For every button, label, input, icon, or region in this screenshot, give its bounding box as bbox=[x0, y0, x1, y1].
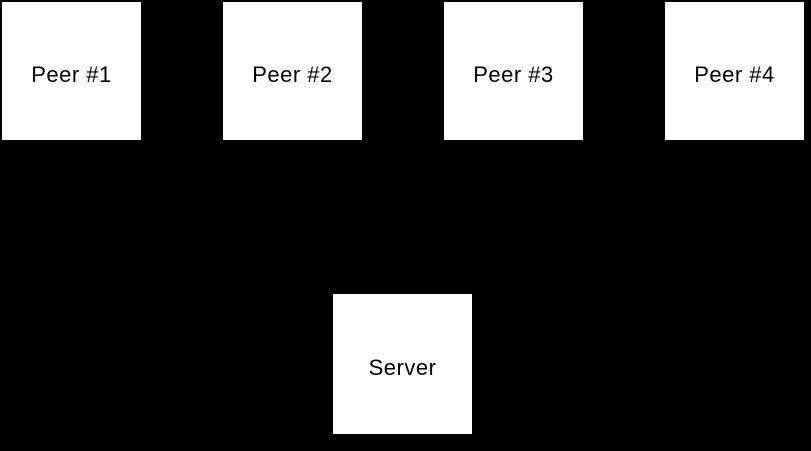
node-peer-2: Peer #2 bbox=[222, 1, 363, 141]
node-label: Peer #4 bbox=[694, 62, 775, 87]
node-label: Peer #2 bbox=[252, 62, 333, 87]
node-peer-3: Peer #3 bbox=[443, 1, 584, 141]
node-label: Peer #3 bbox=[473, 62, 554, 87]
node-peer-4: Peer #4 bbox=[664, 1, 805, 141]
node-label: Server bbox=[368, 355, 437, 380]
node-label: Peer #1 bbox=[31, 62, 112, 87]
node-peer-1: Peer #1 bbox=[1, 1, 142, 141]
node-server: Server bbox=[332, 293, 473, 435]
